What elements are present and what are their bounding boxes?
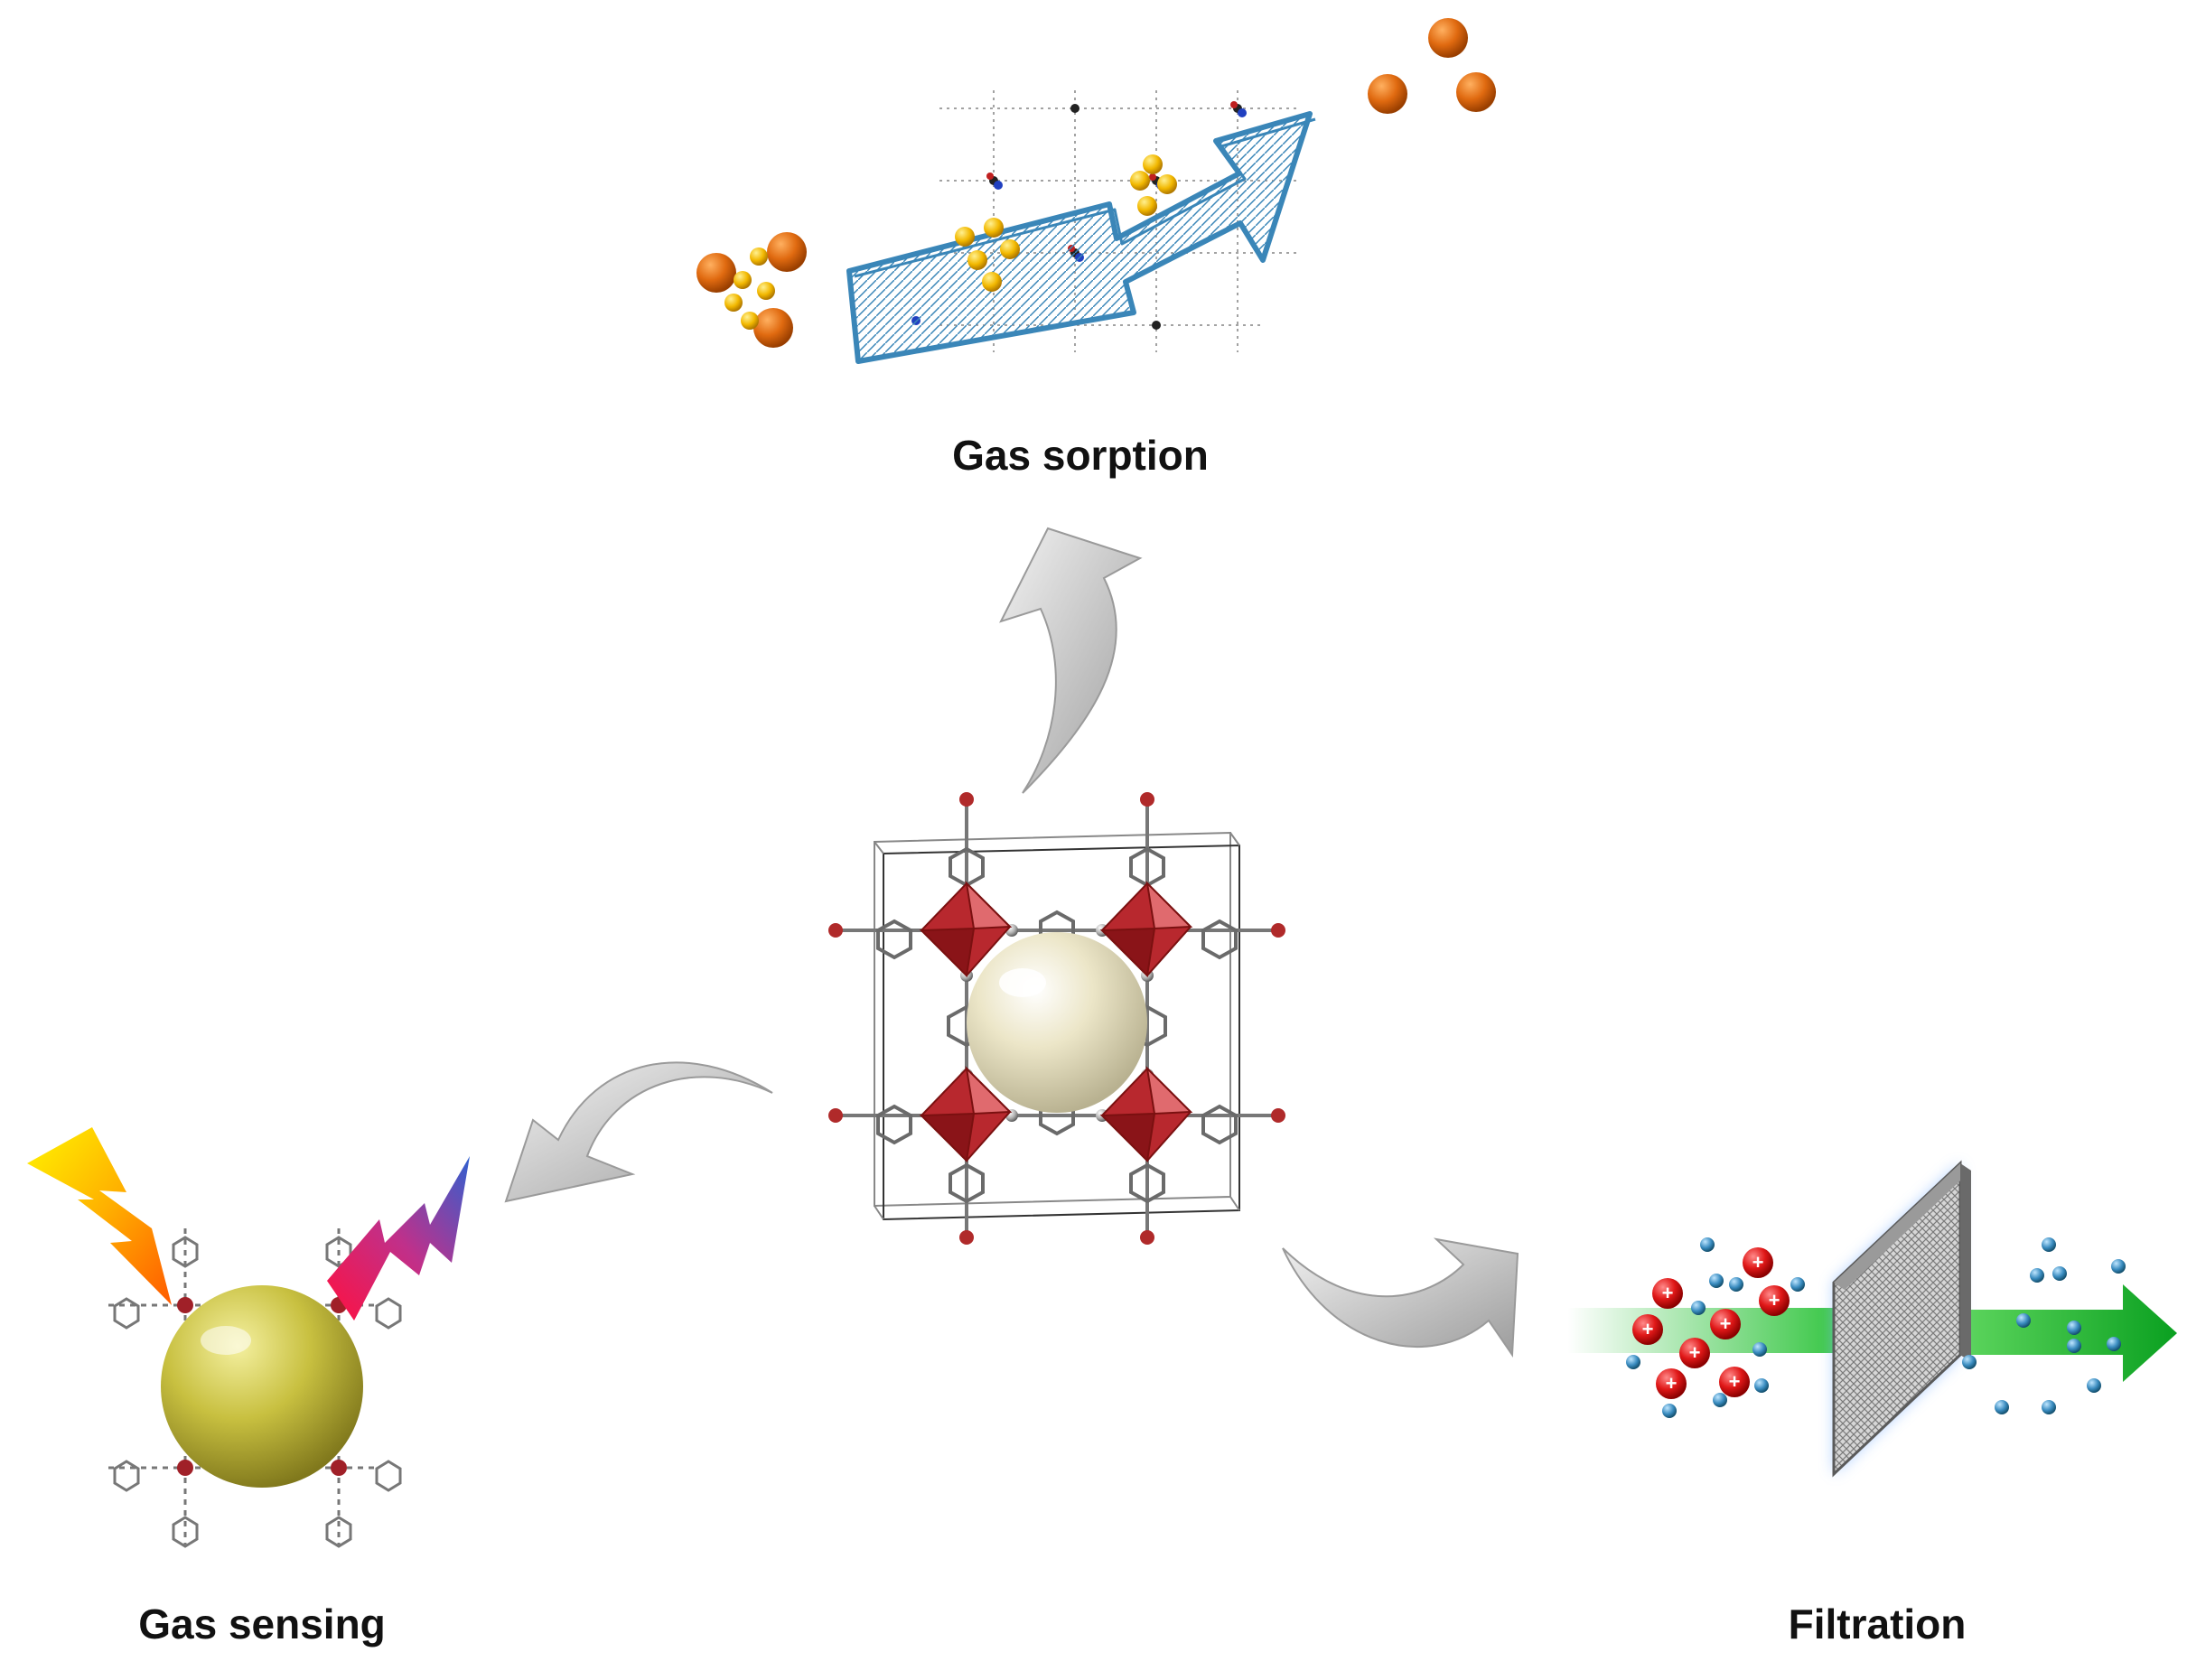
organic-linkers (840, 804, 1274, 1233)
curved-arrow-left (504, 1061, 773, 1203)
svg-text:+: + (1769, 1289, 1780, 1311)
gas-sorption-illustration (696, 18, 1496, 364)
unit-cell-box (874, 831, 1240, 1221)
mof-unit-cell (828, 792, 1285, 1245)
small-ions-filtrate (1962, 1237, 2126, 1414)
svg-text:+: + (1642, 1318, 1654, 1340)
metal-clusters (919, 881, 1193, 1163)
svg-text:+: + (1752, 1251, 1764, 1274)
svg-text:+: + (1689, 1341, 1701, 1364)
filtration-illustration: + + + + + + + + (1567, 1160, 2177, 1478)
gas-sorption-label: Gas sorption (952, 432, 1209, 479)
gas-molecules-incoming (696, 232, 807, 348)
cations: + + + + + + + + (1632, 1247, 1790, 1399)
svg-text:+: + (1662, 1282, 1674, 1304)
filtration-label: Filtration (1789, 1601, 1967, 1647)
incoming-light-bolt-icon (27, 1127, 172, 1305)
pore-sphere (967, 932, 1147, 1113)
sensing-sphere-highlight (201, 1326, 251, 1355)
sketch-arrow (846, 111, 1316, 364)
filter-membrane (1832, 1160, 1971, 1478)
gas-sensing-illustration (27, 1127, 470, 1548)
curved-arrow-right (1282, 1237, 1519, 1358)
sensing-sphere (161, 1285, 363, 1488)
pore-sphere-highlight (999, 968, 1046, 997)
svg-text:+: + (1729, 1370, 1741, 1393)
svg-text:+: + (1666, 1372, 1678, 1395)
guest-spheres (955, 154, 1177, 292)
emitted-light-bolt-icon (327, 1156, 470, 1321)
gas-sensing-label: Gas sensing (138, 1601, 386, 1647)
filtrate-flow-arrow (1920, 1284, 2177, 1382)
gas-molecules-outgoing (1368, 18, 1496, 114)
svg-text:+: + (1720, 1312, 1732, 1335)
small-ions-feed (1626, 1237, 1805, 1418)
curved-arrow-up (999, 527, 1143, 794)
